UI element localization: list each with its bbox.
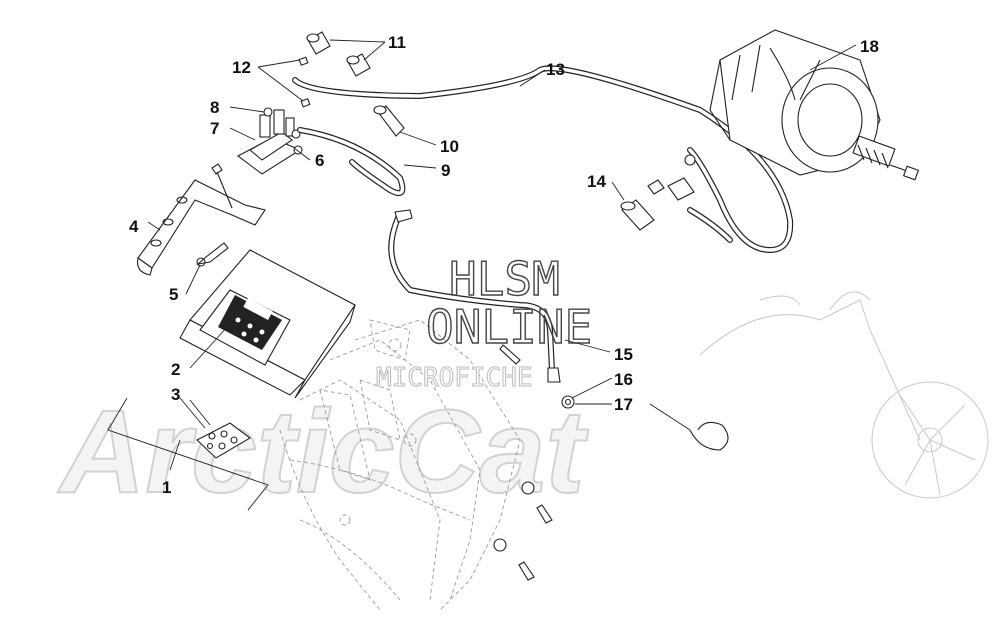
callout-8: 8 <box>210 98 219 117</box>
callout-1: 1 <box>162 478 171 497</box>
callout-15: 15 <box>614 345 633 364</box>
callout-12: 12 <box>232 58 251 77</box>
callout-16: 16 <box>614 370 633 389</box>
starter-boot-icon <box>620 154 696 231</box>
callout-14: 14 <box>587 172 606 191</box>
frame-outline <box>279 319 521 611</box>
callouts: 1 2 3 4 5 6 7 8 9 10 11 12 13 14 15 16 1… <box>129 33 879 497</box>
callout-10: 10 <box>440 137 459 156</box>
callout-9: 9 <box>441 161 450 180</box>
callout-18: 18 <box>860 37 879 56</box>
fasteners <box>493 344 553 581</box>
hardware-kit-box <box>107 397 269 511</box>
hold-down-strap-icon <box>136 163 266 276</box>
callout-3: 3 <box>171 385 180 404</box>
watermark-line-2: ONLINE <box>426 300 592 354</box>
watermark-line-1: HLSM <box>449 252 560 306</box>
battery-icon <box>179 249 356 399</box>
hlsm-watermark: HLSM ONLINE MICROFICHE <box>376 251 593 393</box>
callout-5: 5 <box>169 285 178 304</box>
starter-motor-icon <box>709 29 920 181</box>
cables <box>292 65 794 383</box>
clamp-icon <box>561 395 729 451</box>
motorcycle-watermark-icon <box>699 291 989 499</box>
callout-7: 7 <box>210 119 219 138</box>
brand-watermark: ArcticCat <box>56 385 590 519</box>
callout-13: 13 <box>546 60 565 79</box>
callout-11: 11 <box>388 33 406 52</box>
leader-lines <box>147 39 857 471</box>
terminal-boots <box>298 31 405 137</box>
brand-watermark-text: ArcticCat <box>57 386 589 518</box>
callout-6: 6 <box>315 151 324 170</box>
callout-4: 4 <box>129 217 139 236</box>
callout-17: 17 <box>614 395 633 414</box>
callout-2: 2 <box>171 360 180 379</box>
solenoid-icon <box>236 107 303 175</box>
watermark-line-3: MICROFICHE <box>376 363 533 393</box>
